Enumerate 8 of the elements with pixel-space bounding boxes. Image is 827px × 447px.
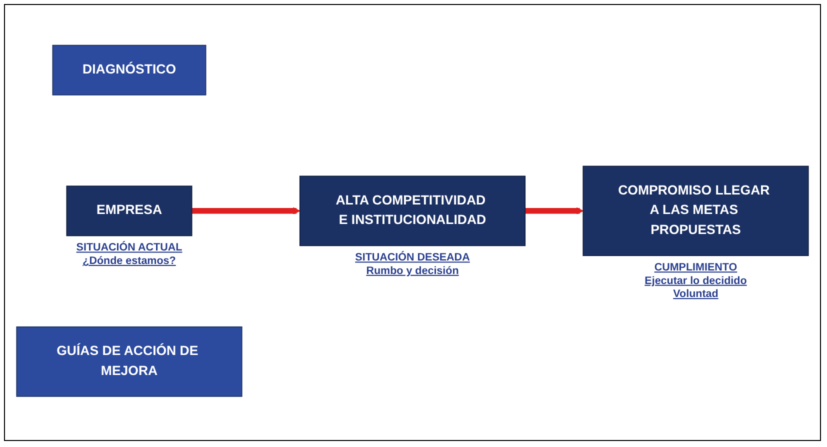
- process-box: COMPROMISO LLEGAR A LAS METAS PROPUESTAS: [582, 166, 809, 256]
- process-box: DIAGNÓSTICO: [52, 44, 206, 96]
- note-text: SITUACIÓN ACTUAL ¿Dónde estamos?: [76, 242, 182, 267]
- process-box: EMPRESA: [66, 186, 192, 236]
- process-box: GUÍAS DE ACCIÓN DE MEJORA: [16, 326, 242, 397]
- process-box: ALTA COMPETITIVIDAD E INSTITUCIONALIDAD: [299, 176, 526, 246]
- note-text: CUMPLIMIENTO Ejecutar lo decidido Voluntad: [644, 262, 747, 300]
- note-text: SITUACIÓN DESEADA Rumbo y decisión: [355, 252, 470, 277]
